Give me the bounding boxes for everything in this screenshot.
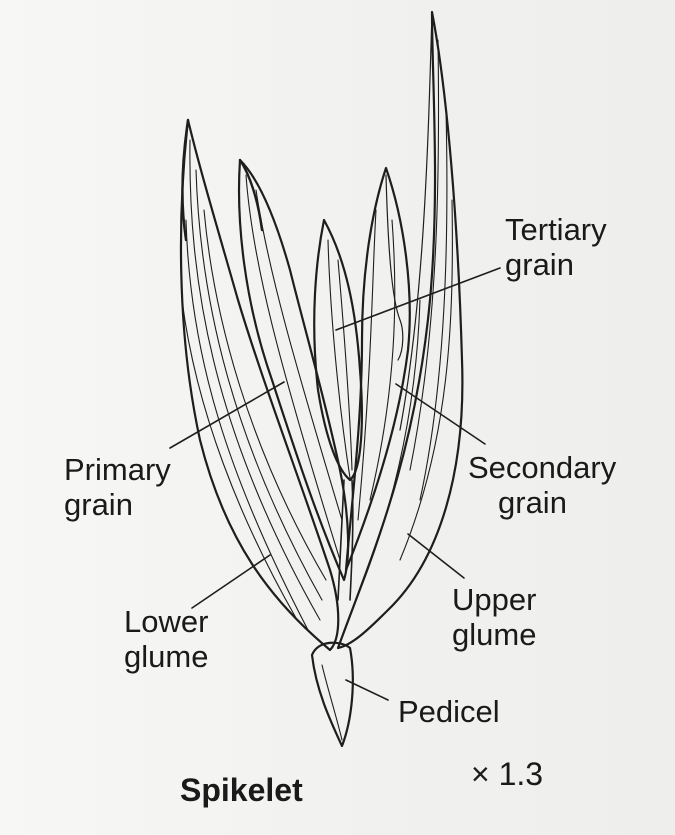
label-upper-line1: Upper: [452, 582, 536, 617]
label-tertiary-line1: Tertiary: [505, 212, 607, 247]
secondary-grain: [346, 168, 410, 570]
magnification-label: × 1.3: [471, 756, 543, 793]
label-primary-line1: Primary: [64, 452, 171, 487]
label-secondary-line1: Secondary: [468, 450, 616, 485]
label-lower-line1: Lower: [124, 604, 208, 639]
label-lower-glume: Lower glume: [124, 604, 208, 674]
label-upper-line2: glume: [452, 617, 536, 652]
label-pedicel-line1: Pedicel: [398, 694, 500, 729]
figure-title: Spikelet: [180, 772, 303, 809]
pedicel-shape: [312, 643, 353, 746]
label-secondary-grain: Secondary grain: [468, 450, 616, 520]
tertiary-grain: [314, 220, 362, 480]
label-tertiary-grain: Tertiary grain: [505, 212, 607, 282]
label-lower-line2: glume: [124, 639, 208, 674]
label-tertiary-line2: grain: [505, 247, 607, 282]
leader-primary: [170, 382, 284, 448]
leader-upper: [408, 534, 464, 578]
lower-glume: [181, 120, 338, 650]
primary-grain: [239, 160, 348, 580]
label-primary-grain: Primary grain: [64, 452, 171, 522]
leader-tertiary: [336, 268, 500, 330]
label-pedicel: Pedicel: [398, 694, 500, 729]
label-upper-glume: Upper glume: [452, 582, 536, 652]
label-secondary-line2: grain: [498, 485, 616, 520]
label-primary-line2: grain: [64, 487, 171, 522]
leader-lower: [192, 555, 270, 608]
